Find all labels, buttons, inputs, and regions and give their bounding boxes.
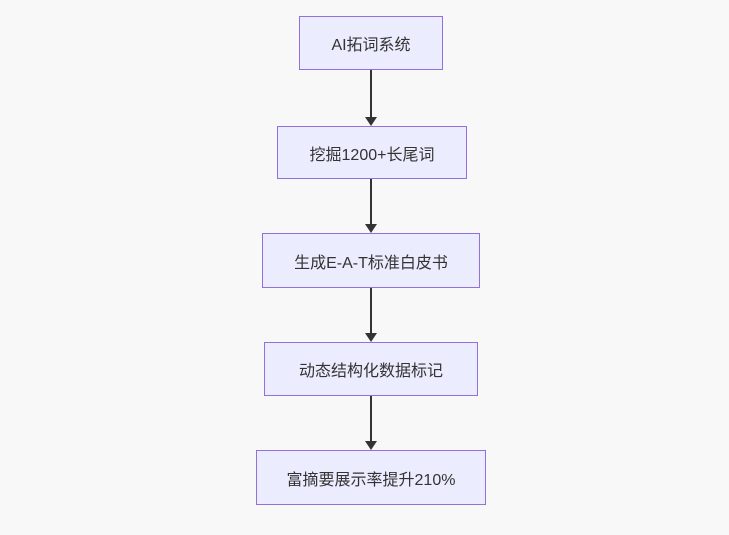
flow-arrow-4: [365, 396, 377, 450]
arrow-line: [370, 179, 372, 226]
flow-node-longtail-mining: 挖掘1200+长尾词: [277, 126, 467, 179]
flow-node-label: 富摘要展示率提升210%: [286, 471, 456, 489]
flow-node-structured-data-markup: 动态结构化数据标记: [264, 342, 478, 396]
arrow-head: [365, 441, 377, 450]
arrow-line: [370, 70, 372, 119]
flow-arrow-2: [365, 179, 377, 233]
arrow-head: [365, 333, 377, 342]
flow-node-rich-snippet-rate: 富摘要展示率提升210%: [256, 450, 486, 505]
flow-node-label: AI拓词系统: [331, 37, 411, 54]
flow-node-label: 生成E-A-T标准白皮书: [294, 254, 448, 272]
flow-node-eat-whitepaper: 生成E-A-T标准白皮书: [262, 233, 480, 288]
flow-arrow-3: [365, 288, 377, 342]
arrow-head: [365, 224, 377, 233]
flow-node-ai-keyword-system: AI拓词系统: [299, 16, 443, 70]
flow-node-label: 挖掘1200+长尾词: [309, 146, 435, 164]
arrow-head: [365, 117, 377, 126]
flow-node-label: 动态结构化数据标记: [298, 363, 443, 380]
arrow-line: [370, 396, 372, 443]
flow-arrow-1: [365, 70, 377, 126]
arrow-line: [370, 288, 372, 335]
